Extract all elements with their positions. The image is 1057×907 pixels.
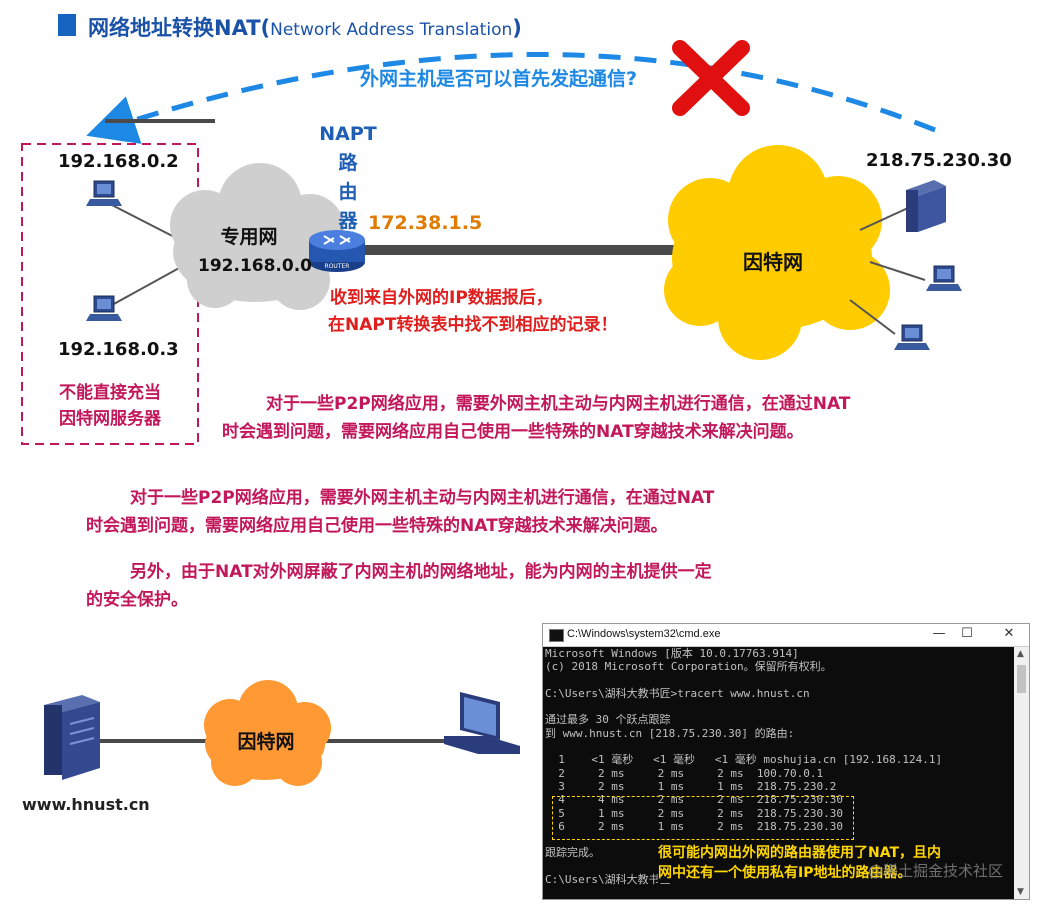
router-icon: ROUTER	[309, 230, 365, 272]
cmd-line: 到 www.hnust.cn [218.75.230.30] 的路由:	[545, 726, 795, 740]
nat-diagram: ROUTER	[21, 40, 962, 445]
scroll-thumb[interactable]	[1017, 665, 1026, 693]
pc-icon-right-2	[894, 324, 930, 350]
pc-icon-host-3	[86, 295, 122, 321]
cmd-line: 6 2 ms 1 ms 2 ms 218.75.230.30	[545, 819, 844, 833]
svg-text:ROUTER: ROUTER	[325, 263, 350, 270]
server-icon	[906, 180, 946, 232]
cmd-titlebar[interactable]: C:\Windows\system32\cmd.exe — ☐ ✕	[543, 624, 1029, 647]
private-network-cloud	[170, 163, 344, 310]
cmd-line	[545, 740, 1015, 753]
cmd-scrollbar[interactable]: ▲ ▼	[1014, 647, 1029, 899]
paragraph-2: 另外，由于NAT对外网屏蔽了内网主机的网络地址，能为内网的主机提供一定 的安全保…	[86, 562, 712, 610]
close-button[interactable]: ✕	[1003, 626, 1015, 641]
cmd-line: C:\Users\湖科大教书匠>	[545, 873, 678, 887]
cmd-line: 5 1 ms 2 ms 2 ms 218.75.230.30	[545, 806, 844, 820]
p2p-note: 对于一些P2P网络应用，需要外网主机主动与内网主机进行通信，在通过NAT 时会遇…	[222, 394, 851, 442]
page-title: 网络地址转换NAT(Network Address Translation)	[88, 16, 522, 40]
internal-hosts-box	[21, 143, 199, 445]
red-x-icon	[672, 40, 750, 116]
cmd-output[interactable]: Microsoft Windows [版本 10.0.17763.914](c)…	[543, 647, 1015, 899]
cmd-line: (c) 2018 Microsoft Corporation。保留所有权利。	[545, 660, 832, 674]
domain-label: www.hnust.cn	[22, 795, 150, 814]
internet-label: 因特网	[743, 250, 803, 274]
cmd-line	[545, 674, 1015, 687]
tracert-highlight-box	[552, 796, 854, 840]
private-network-label: 专用网	[220, 226, 278, 248]
cmd-yellow-note: 很可能内网出外网的路由器使用了NAT，且内 网中还有一个使用私有IP地址的路由器…	[658, 843, 942, 883]
router-red-note: 收到来自外网的IP数据报后， 在NAPT转换表中找不到相应的记录！	[328, 288, 618, 335]
bottom-internet-label: 因特网	[237, 731, 295, 753]
cmd-line: 3 2 ms 1 ms 1 ms 218.75.230.2	[545, 779, 837, 793]
cmd-line: C:\Users\湖科大教书匠>tracert www.hnust.cn	[545, 686, 810, 700]
question-text: 外网主机是否可以首先发起通信?	[360, 68, 638, 90]
paragraph-1: 对于一些P2P网络应用，需要外网主机主动与内网主机进行通信，在通过NAT 时会遇…	[86, 488, 715, 536]
title-marker	[58, 14, 76, 36]
host-ip-192-168-0-3: 192.168.0.3	[58, 339, 179, 360]
minimize-button[interactable]: —	[932, 626, 946, 641]
maximize-button[interactable]: ☐	[961, 626, 973, 641]
napt-router-label: NAPT 路 由 器	[319, 123, 377, 232]
cmd-line: 跟踪完成。	[545, 846, 600, 860]
laptop-icon	[444, 692, 520, 754]
pc-icon-host-2	[86, 180, 122, 206]
cmd-line: Microsoft Windows [版本 10.0.17763.914]	[545, 647, 799, 660]
server-ip: 218.75.230.30	[866, 150, 1012, 171]
bottom-server-icon	[44, 695, 100, 780]
internet-cloud	[664, 145, 890, 360]
dashed-arc-arrow	[86, 52, 936, 144]
scroll-down-icon[interactable]: ▼	[1017, 887, 1024, 897]
host-ip-192-168-0-2: 192.168.0.2	[58, 151, 179, 172]
cmd-line: 通过最多 30 个跃点跟踪	[545, 713, 671, 727]
watermark: @稀土掘金技术社区	[868, 862, 1004, 880]
bottom-internet-cloud	[204, 680, 331, 786]
cmd-title: C:\Windows\system32\cmd.exe	[567, 628, 721, 640]
pc-icon-right-1	[926, 265, 962, 291]
internal-box-note: 不能直接充当 因特网服务器	[59, 383, 161, 429]
cmd-line: 1 <1 毫秒 <1 毫秒 <1 毫秒 moshujia.cn [192.168…	[545, 753, 943, 767]
scroll-up-icon[interactable]: ▲	[1017, 649, 1024, 659]
cmd-line: 2 2 ms 2 ms 2 ms 100.70.0.1	[545, 766, 824, 780]
private-network-ip: 192.168.0.0	[198, 256, 313, 276]
router-public-ip: 172.38.1.5	[368, 212, 483, 234]
cmd-icon	[549, 629, 564, 642]
cmd-line	[545, 700, 1015, 713]
bottom-diagram	[44, 680, 520, 786]
